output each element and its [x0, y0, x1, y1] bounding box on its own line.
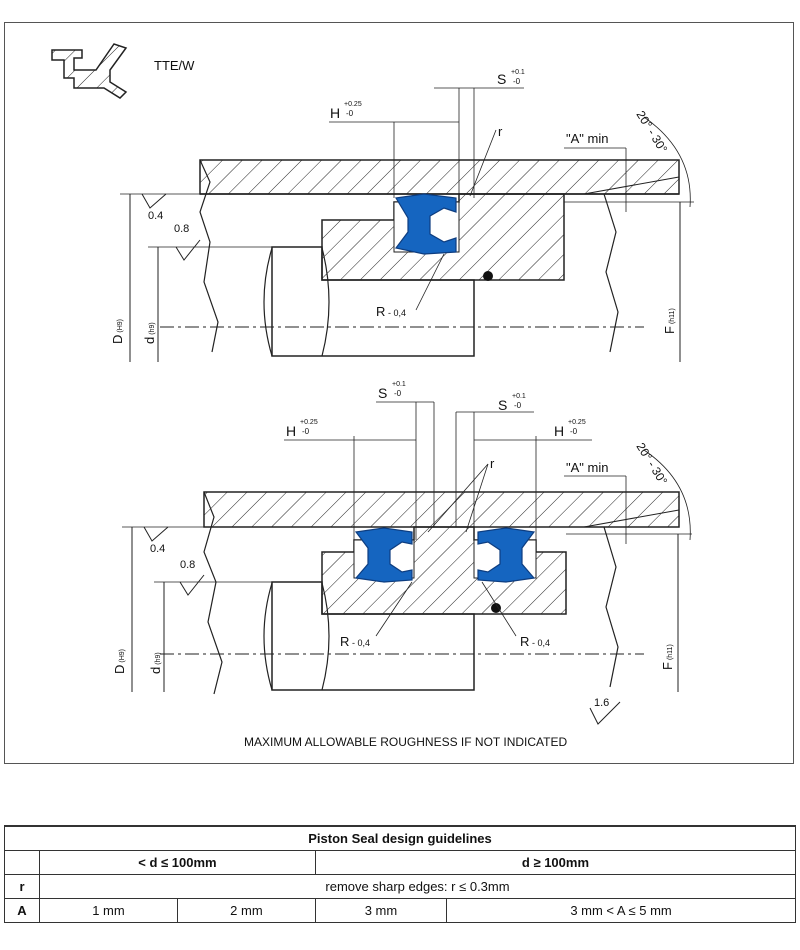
top-d-label: d(h9) [142, 322, 157, 344]
profile-icon [51, 43, 128, 99]
top-D-label: D(H9) [110, 319, 125, 344]
table-row: r remove sharp edges: r ≤ 0.3mm [4, 874, 796, 899]
top-roughness-rod: 0.8 [174, 223, 189, 235]
bottom-a-label: "A" min [566, 460, 608, 475]
top-cylinder [199, 159, 680, 195]
roughness-note: 1.6 MAXIMUM ALLOWABLE ROUGHNESS IF NOT I… [244, 697, 621, 749]
bottom-cylinder [203, 491, 680, 528]
drawing-frame [4, 22, 794, 764]
row-key-a: A [4, 898, 40, 923]
top-R-value: - 0,4 [388, 308, 406, 318]
top-o-ring [483, 271, 493, 281]
top-a-label: "A" min [566, 131, 608, 146]
bottom-s-left-label: S [378, 385, 387, 401]
top-F-label: F(h11) [662, 308, 677, 334]
row-a-value-1: 1 mm [39, 898, 178, 923]
table-header-row: < d ≤ 100mm d ≥ 100mm [4, 850, 797, 875]
row-a-value-3: 3 mm [314, 898, 448, 923]
bottom-D-label: D(H9) [112, 649, 127, 674]
header-small-d: < d ≤ 100mm [39, 850, 316, 875]
top-angle-label: 20° - 30° [633, 108, 670, 155]
seal-groove-drawing: TTE/W [51, 43, 694, 749]
bottom-angle-label: 20° - 30° [633, 440, 670, 487]
bottom-section [122, 401, 692, 695]
top-section [120, 87, 694, 362]
top-h-tol-minus: -0 [346, 109, 354, 118]
bottom-R-left-value: - 0,4 [352, 638, 370, 648]
top-s-tol-plus: +0.1 [511, 69, 525, 76]
bottom-h-left-tol-minus: -0 [302, 427, 310, 436]
table-title: Piston Seal design guidelines [4, 825, 796, 851]
bottom-seal-right [477, 527, 536, 583]
row-r-value: remove sharp edges: r ≤ 0.3mm [39, 874, 796, 899]
bottom-s-left-tol-minus: -0 [394, 389, 402, 398]
bottom-h-left-tol-plus: +0.25 [300, 419, 318, 426]
bottom-s-right-tol-plus: +0.1 [512, 393, 526, 400]
profile-label: TTE/W [154, 58, 195, 73]
row-a-value-2: 2 mm [176, 898, 316, 923]
bottom-o-ring [491, 603, 501, 613]
bottom-s-right-tol-minus: -0 [514, 401, 522, 410]
bottom-r-label: r [490, 456, 495, 471]
bottom-h-right-tol-minus: -0 [570, 427, 578, 436]
bottom-roughness-rod: 0.8 [180, 559, 195, 571]
top-s-label: S [497, 71, 506, 87]
bottom-d-label: d(h9) [148, 652, 163, 674]
bottom-R-left-label: R [340, 634, 349, 649]
piston-seal-guidelines-table: Piston Seal design guidelines < d ≤ 100m… [4, 825, 797, 923]
bottom-h-left-label: H [286, 423, 296, 439]
top-roughness-bore: 0.4 [148, 210, 163, 222]
bottom-R-right-label: R [520, 634, 529, 649]
top-h-label: H [330, 105, 340, 121]
bottom-F-label: F(h11) [660, 644, 675, 670]
top-r-label: r [498, 124, 503, 139]
general-roughness-value: 1.6 [594, 697, 609, 709]
bottom-R-right-value: - 0,4 [532, 638, 550, 648]
top-seal [394, 193, 457, 255]
header-blank [4, 850, 40, 875]
roughness-note-text: MAXIMUM ALLOWABLE ROUGHNESS IF NOT INDIC… [244, 735, 567, 749]
top-s-tol-minus: -0 [513, 77, 521, 86]
row-key-r: r [4, 874, 40, 899]
bottom-s-right-label: S [498, 397, 507, 413]
bottom-h-right-label: H [554, 423, 564, 439]
table-title-row: Piston Seal design guidelines [4, 825, 796, 851]
table-row: A 1 mm 2 mm 3 mm 3 mm < A ≤ 5 mm [4, 898, 796, 923]
row-a-value-4: 3 mm < A ≤ 5 mm [446, 898, 796, 923]
header-large-d: d ≥ 100mm [314, 850, 797, 875]
top-R-label: R [376, 304, 385, 319]
top-h-tol-plus: +0.25 [344, 101, 362, 108]
bottom-h-right-tol-plus: +0.25 [568, 419, 586, 426]
bottom-seal-left [354, 527, 413, 583]
bottom-roughness-bore: 0.4 [150, 543, 165, 555]
bottom-s-left-tol-plus: +0.1 [392, 381, 406, 388]
